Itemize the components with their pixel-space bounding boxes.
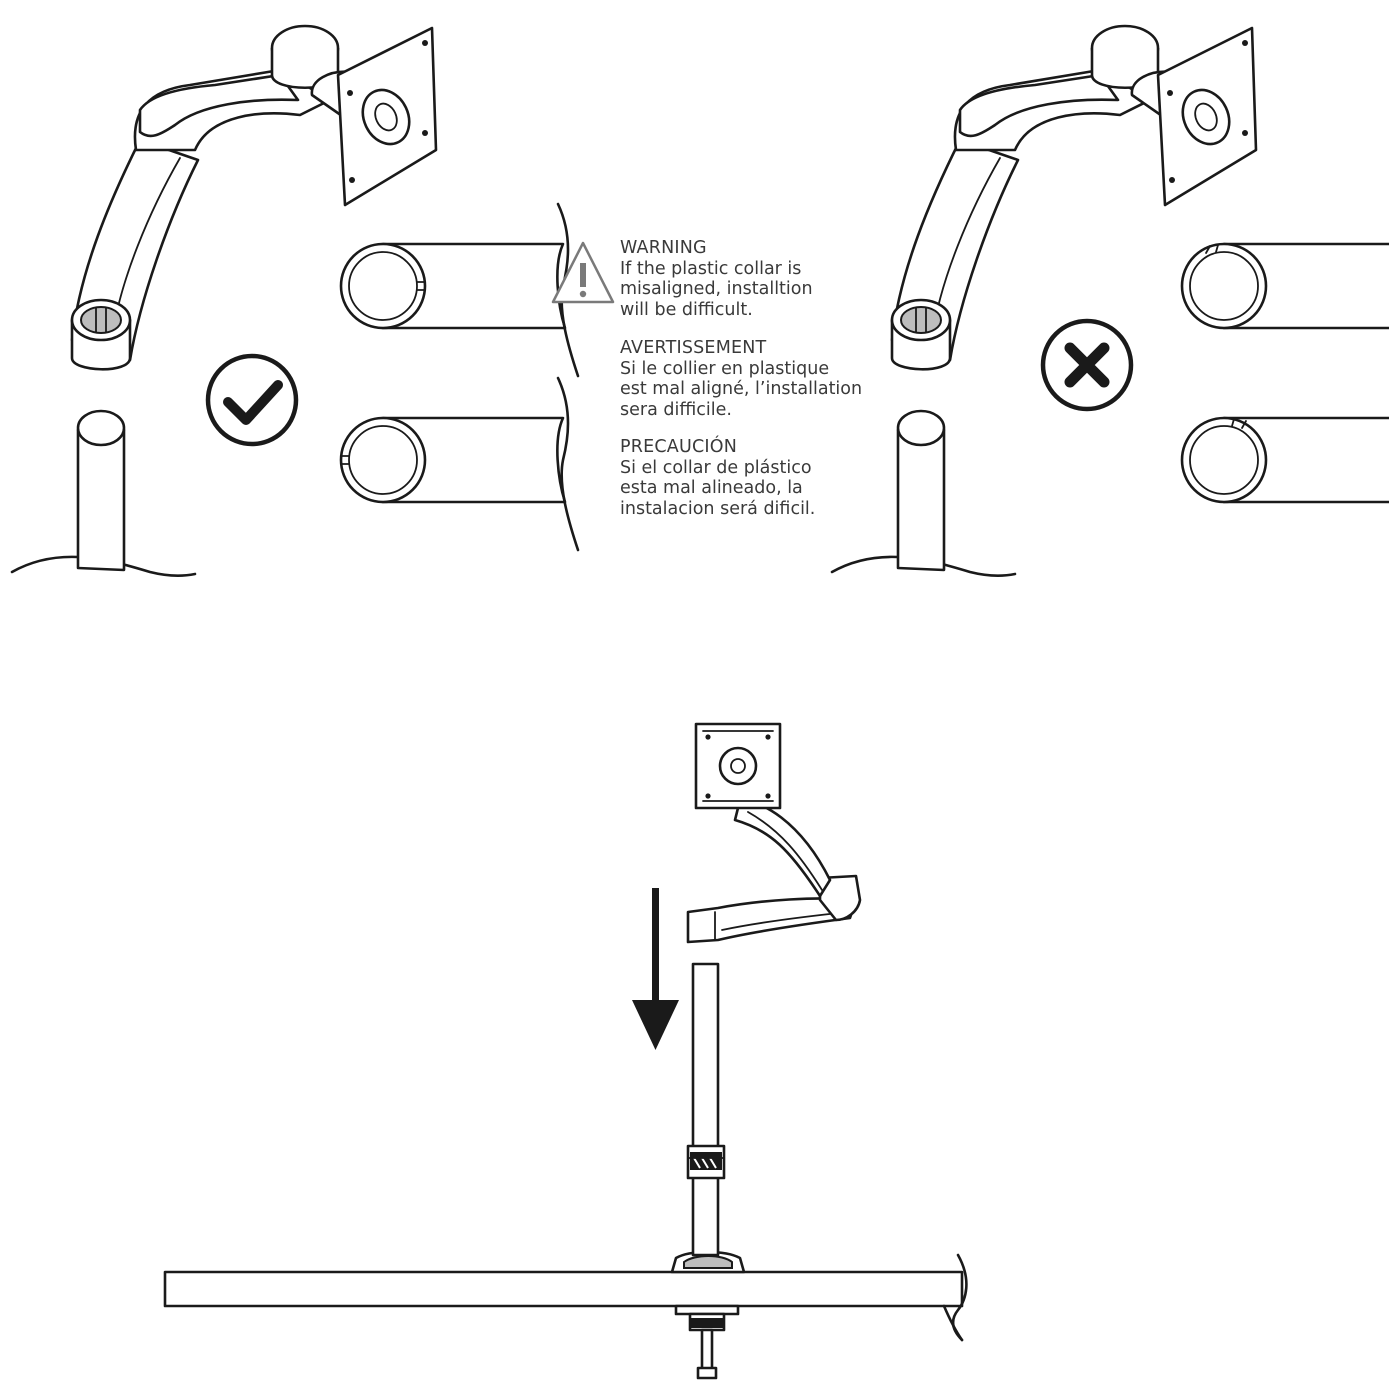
incorrect-alignment-illustration xyxy=(830,24,1389,577)
checkmark-circle-icon xyxy=(205,353,299,447)
collar-detail-misaligned-bottom xyxy=(1180,376,1389,552)
arm-installation-illustration xyxy=(163,722,968,1380)
warning-heading: WARNING xyxy=(620,238,707,258)
warning-heading: PRECAUCIÓN xyxy=(620,437,738,457)
correct-alignment-illustration xyxy=(10,24,580,577)
warning-triangle-icon xyxy=(551,241,615,304)
down-arrow-icon xyxy=(632,888,679,1050)
warning-body: If the plastic collar is misaligned, ins… xyxy=(620,258,813,320)
warning-heading: AVERTISSEMENT xyxy=(620,338,767,358)
collar-detail-aligned-top xyxy=(339,202,580,378)
x-circle-icon xyxy=(1040,318,1134,412)
collar-detail-misaligned-top xyxy=(1180,202,1389,378)
warning-text-fr: AVERTISSEMENT Si le collier en plastique… xyxy=(620,338,920,420)
collar-detail-aligned-bottom xyxy=(339,376,580,552)
warning-body: Si le collier en plastique est mal align… xyxy=(620,358,863,420)
warning-text-en: WARNING If the plastic collar is misalig… xyxy=(620,238,920,320)
warning-body: Si el collar de plástico esta mal alinea… xyxy=(620,457,816,519)
warning-text-es: PRECAUCIÓN Si el collar de plástico esta… xyxy=(620,437,920,519)
